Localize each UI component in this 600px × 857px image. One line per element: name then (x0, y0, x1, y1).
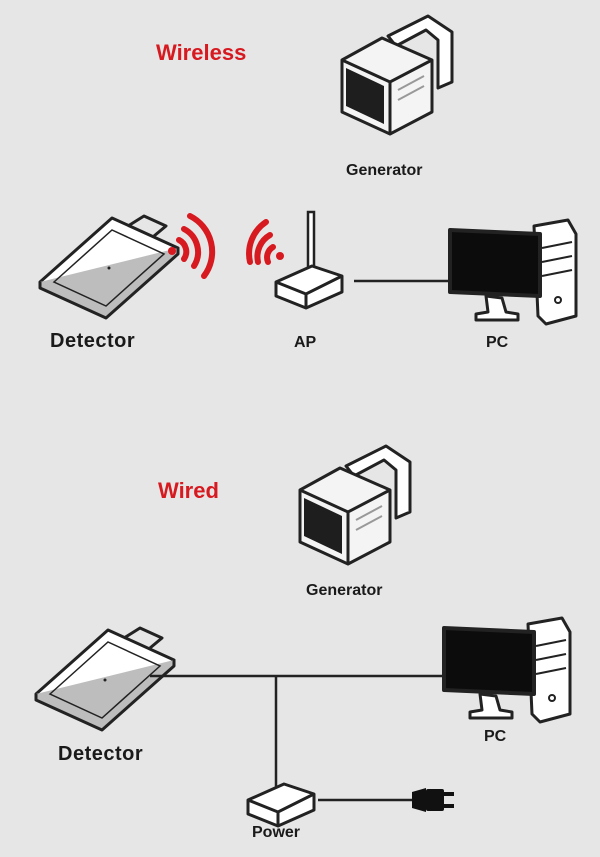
ap-label: AP (294, 334, 316, 352)
wireless-pc-label: PC (486, 334, 508, 352)
wireless-section-title: Wireless (156, 40, 246, 66)
wireless-generator-icon (342, 16, 452, 134)
power-plug-icon (412, 788, 454, 812)
wired-pc-icon (444, 618, 570, 722)
ap-wifi-signal-icon (249, 222, 284, 262)
wireless-generator-label: Generator (346, 162, 422, 180)
wired-pc-label: PC (484, 728, 506, 746)
power-box-icon (248, 784, 314, 826)
power-label: Power (252, 824, 300, 842)
wired-detector-label: Detector (58, 743, 143, 766)
wired-section-title: Wired (158, 478, 219, 504)
access-point-icon (276, 212, 342, 308)
wireless-pc-icon (450, 220, 576, 324)
wireless-detector-label: Detector (50, 330, 135, 353)
wireless-detector-icon (40, 216, 178, 318)
wired-connections (150, 676, 448, 800)
wired-detector-icon (36, 628, 174, 730)
wired-generator-label: Generator (306, 582, 382, 600)
wired-generator-icon (300, 446, 410, 564)
